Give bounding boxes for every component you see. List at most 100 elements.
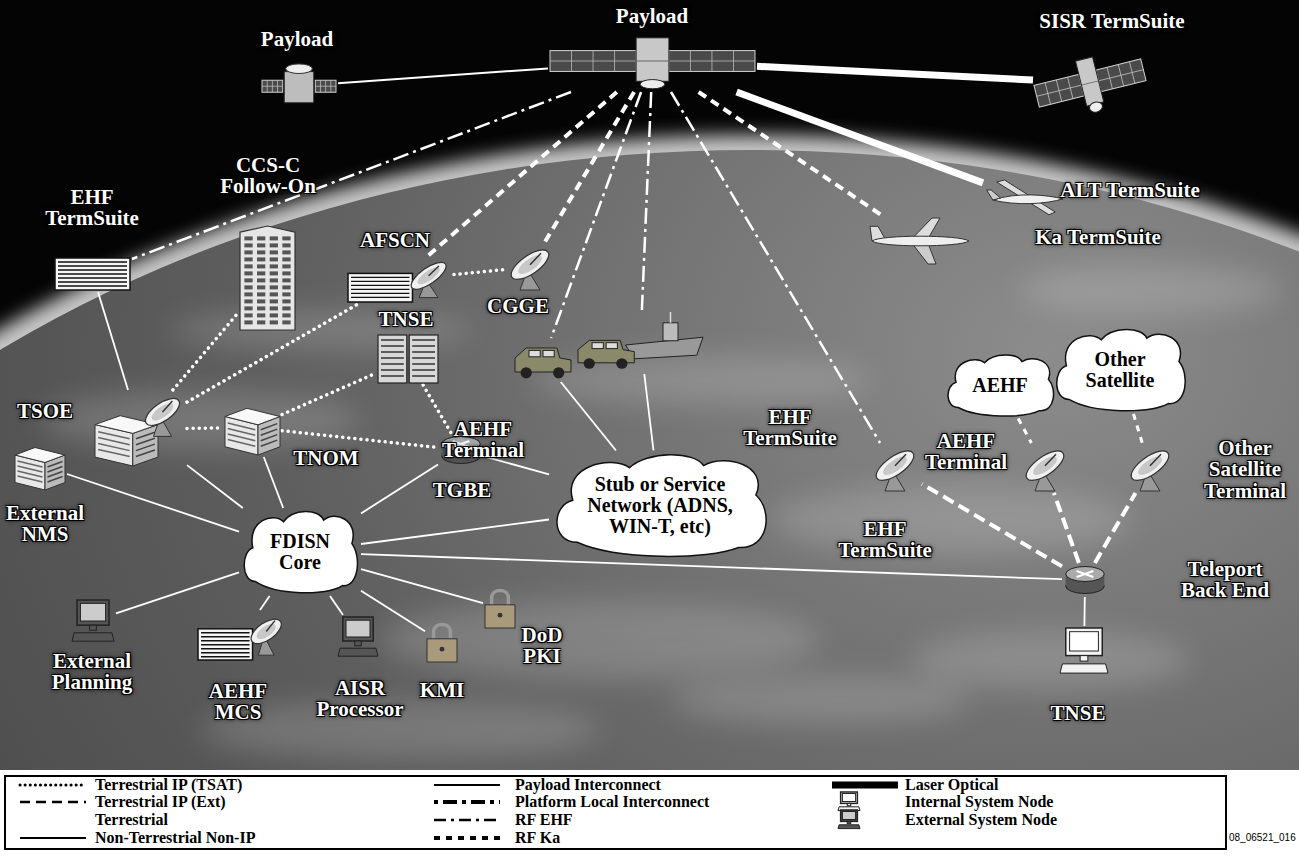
node-label: Teleport Back End	[1178, 559, 1273, 602]
connector	[338, 68, 548, 83]
legend-sample	[830, 812, 900, 828]
connector	[545, 92, 634, 242]
system-node: Other Satellite Terminal	[1125, 445, 1175, 491]
connector	[428, 92, 617, 256]
connector	[699, 92, 883, 216]
system-node: Teleport Back End	[1064, 565, 1106, 595]
node-label: External Planning	[42, 651, 142, 694]
system-node: CCS-C Follow-On	[240, 226, 295, 330]
node-label: AFSCN	[320, 230, 470, 251]
node-icon	[225, 400, 280, 455]
node-icon	[578, 312, 703, 372]
node-icon	[1035, 52, 1145, 114]
node-icon	[338, 617, 378, 657]
connector	[67, 474, 239, 532]
node-icon	[550, 32, 755, 90]
node-icon	[427, 622, 457, 662]
node-icon	[1020, 445, 1070, 491]
legend-text: Terrestrial	[95, 811, 168, 828]
connector	[1054, 493, 1079, 563]
node-icon	[870, 218, 970, 264]
legend-text: Platform Local Interconnect	[515, 793, 709, 810]
connector	[551, 92, 641, 338]
node-label: CGGE	[458, 296, 578, 317]
connector	[98, 292, 128, 390]
network-cloud: FDISN Core	[241, 510, 359, 594]
legend-text: Non-Terrestrial Non-IP	[95, 829, 255, 846]
legend-sample	[432, 812, 502, 828]
connector	[264, 457, 283, 508]
node-label: EHF TermSuite	[828, 519, 943, 562]
system-node: AISR Processor	[338, 617, 378, 657]
legend-text: RF EHF	[515, 811, 573, 828]
system-node: Ka TermSuite	[870, 218, 970, 264]
legend-sample	[830, 777, 900, 793]
node-label: Other Satellite Terminal	[1198, 438, 1293, 502]
node-icon	[95, 392, 185, 466]
connector	[1018, 419, 1031, 444]
system-node: ALT TermSuite	[985, 178, 1063, 218]
connector	[361, 554, 1062, 579]
system-node: EHF TermSuite	[578, 312, 703, 372]
node-label: AEHF Terminal	[436, 419, 531, 462]
node-icon	[72, 600, 114, 642]
system-node: External NMS	[15, 440, 65, 490]
node-icon	[1060, 628, 1108, 674]
connector	[737, 92, 983, 183]
legend-text: RF Ka	[515, 829, 560, 846]
connector	[423, 385, 451, 433]
system-node: TSOE	[95, 392, 185, 466]
node-icon	[1125, 445, 1175, 491]
legend-sample	[432, 777, 502, 793]
node-icon	[240, 226, 295, 330]
node-icon	[198, 612, 286, 660]
system-node: AEHF Terminal	[1020, 445, 1070, 491]
connector	[361, 465, 438, 514]
connector	[454, 270, 503, 275]
legend-sample	[432, 794, 502, 810]
system-node: CGGE	[505, 244, 555, 290]
connector	[187, 465, 243, 508]
node-label: CCS-C Follow-On	[211, 155, 326, 198]
node-icon	[262, 62, 336, 110]
connector	[361, 520, 549, 545]
node-label: TNSE	[1028, 703, 1128, 724]
node-icon	[870, 445, 920, 491]
legend-text: External System Node	[905, 811, 1057, 828]
connector	[757, 66, 1033, 80]
node-label: Payload	[222, 29, 372, 50]
cloud-label: AEHF	[969, 375, 1031, 396]
connector	[642, 92, 651, 310]
system-node: External Planning	[72, 600, 114, 642]
legend-text: Internal System Node	[905, 793, 1053, 810]
node-label: Payload	[577, 6, 727, 27]
cloud-label: Other Satellite	[1077, 349, 1163, 391]
connector	[260, 596, 270, 610]
network-cloud: Stub or Service Network (ADNS, WIN-T, et…	[551, 453, 769, 558]
legend-sample	[432, 830, 502, 846]
node-icon	[515, 340, 571, 380]
system-node: EHF TermSuite	[55, 258, 130, 290]
system-node: AEHF MCS	[198, 612, 286, 660]
legend-text: Laser Optical	[905, 776, 998, 793]
legend-sample	[18, 830, 88, 846]
system-node: Payload	[550, 32, 755, 90]
system-node: AFSCN	[348, 258, 452, 302]
node-label: EHF TermSuite	[35, 187, 150, 230]
cloud-label: FDISN Core	[265, 531, 335, 573]
network-cloud: AEHF	[945, 354, 1055, 417]
node-label: AEHF Terminal	[920, 431, 1012, 474]
connector	[644, 374, 653, 451]
system-node: TNSE	[378, 335, 438, 383]
connector	[132, 92, 571, 259]
node-label: SISR TermSuite	[1012, 11, 1212, 32]
legend-text: Terrestrial IP (TSAT)	[95, 776, 242, 793]
legend-sample	[18, 812, 88, 828]
connector	[1095, 493, 1136, 563]
node-icon	[378, 335, 438, 383]
system-node: TNOM	[225, 400, 280, 455]
network-cloud: Other Satellite	[1053, 328, 1187, 412]
node-icon	[505, 244, 555, 290]
connector	[561, 382, 616, 451]
